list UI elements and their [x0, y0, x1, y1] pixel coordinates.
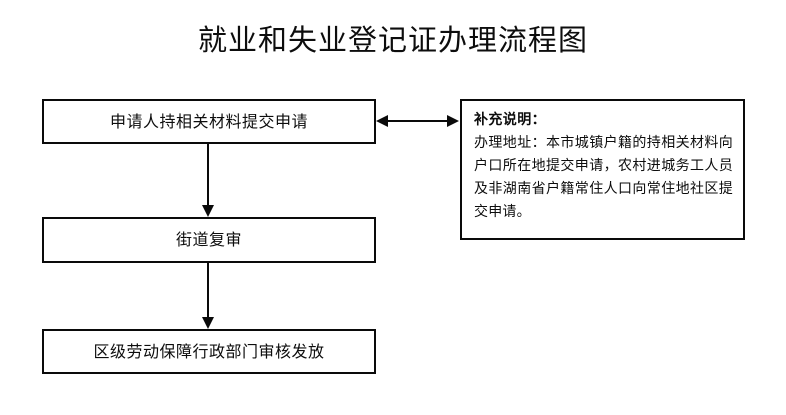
flow-step-issue-label: 区级劳动保障行政部门审核发放 [93, 341, 325, 361]
arrow-down-icon [202, 205, 214, 217]
connector-review-to-issue-line [207, 263, 209, 318]
supplementary-note-body: 办理地址：本市城镇户籍的持相关材料向户口所在地提交申请，农村进城务工人员及非湖南… [474, 135, 733, 220]
connector-apply-to-review-line [207, 144, 209, 206]
arrow-right-icon [447, 115, 459, 127]
arrow-down-icon [202, 317, 214, 329]
supplementary-note-heading: 补充说明： [474, 112, 546, 128]
flow-step-issue[interactable]: 区级劳动保障行政部门审核发放 [42, 329, 376, 374]
supplementary-note-box: 补充说明： 办理地址：本市城镇户籍的持相关材料向户口所在地提交申请，农村进城务工… [460, 99, 745, 240]
flow-step-review[interactable]: 街道复审 [42, 217, 376, 263]
arrow-left-icon [376, 115, 388, 127]
page-title: 就业和失业登记证办理流程图 [197, 23, 588, 57]
flow-step-apply-label: 申请人持相关材料提交申请 [109, 111, 308, 131]
flow-step-apply[interactable]: 申请人持相关材料提交申请 [42, 99, 376, 144]
connector-apply-to-note-line [382, 120, 455, 122]
flow-step-review-label: 街道复审 [175, 230, 242, 249]
